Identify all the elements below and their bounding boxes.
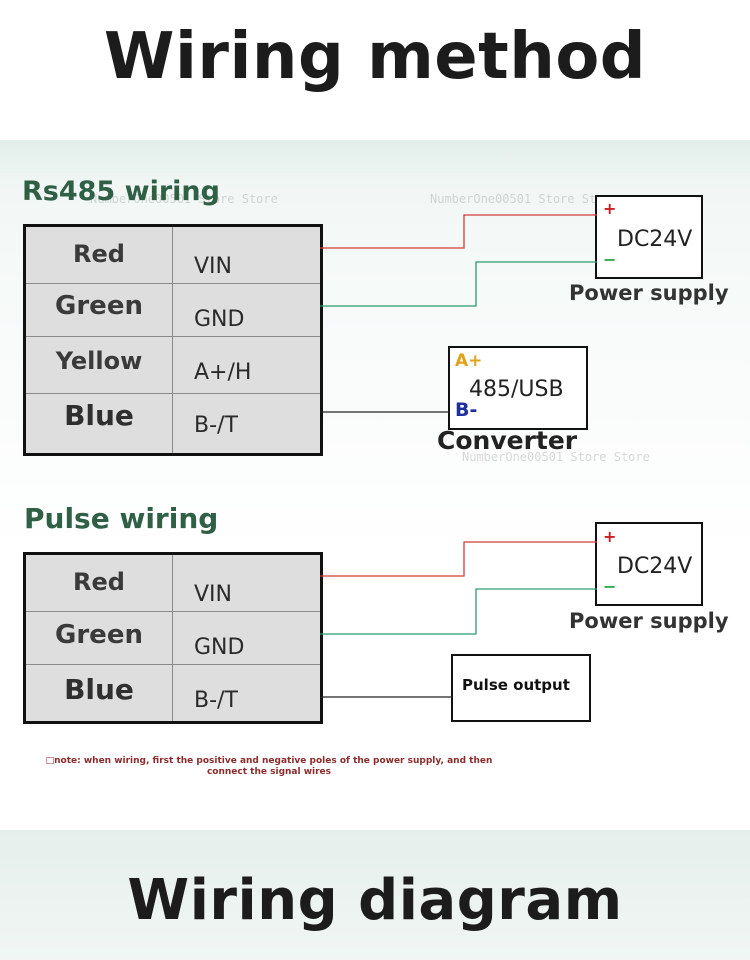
rs485-wiring-table: Red VIN Green GND Yellow A+/H Blue B-/T bbox=[23, 224, 323, 456]
table-divider bbox=[26, 611, 320, 612]
table-divider bbox=[172, 227, 173, 453]
pulse-section-title: Pulse wiring bbox=[24, 502, 219, 535]
green-wire bbox=[320, 588, 597, 635]
minus-terminal: − bbox=[603, 250, 617, 269]
pin-cell: B-/T bbox=[194, 688, 238, 713]
power-supply-label: DC24V bbox=[617, 227, 693, 252]
watermark: NumberOne00501 Store Store bbox=[430, 192, 618, 206]
pin-cell: A+/H bbox=[194, 360, 252, 385]
table-divider bbox=[172, 555, 173, 721]
pin-cell: VIN bbox=[194, 582, 232, 607]
red-wire bbox=[320, 214, 597, 249]
power-supply-box bbox=[595, 195, 703, 279]
table-divider bbox=[26, 664, 320, 665]
red-wire bbox=[320, 541, 597, 577]
table-divider bbox=[26, 393, 320, 394]
wire-color-cell: Blue bbox=[64, 399, 134, 432]
converter-caption: Converter bbox=[437, 426, 578, 455]
wire-color-cell: Green bbox=[55, 620, 143, 650]
watermark: NumberOne00501 Store Store bbox=[90, 192, 278, 206]
rs485-section-title: Rs485 wiring bbox=[22, 176, 220, 207]
power-supply-caption: Power supply bbox=[569, 609, 729, 633]
table-divider bbox=[26, 283, 320, 284]
wire-color-cell: Green bbox=[55, 291, 143, 321]
table-divider bbox=[26, 336, 320, 337]
wire-color-cell: Red bbox=[73, 568, 125, 596]
power-supply-caption: Power supply bbox=[569, 281, 729, 305]
converter-label: 485/USB bbox=[469, 377, 564, 402]
pin-cell: GND bbox=[194, 635, 245, 660]
converter-box bbox=[448, 346, 588, 430]
power-supply-box bbox=[595, 522, 703, 606]
pin-cell: B-/T bbox=[194, 413, 238, 438]
pulse-output-label: Pulse output bbox=[462, 676, 570, 694]
wire-color-cell: Blue bbox=[64, 673, 134, 706]
plus-terminal: + bbox=[603, 199, 617, 218]
bottom-band bbox=[0, 830, 750, 960]
green-wire bbox=[320, 261, 597, 307]
watermark: NumberOne00501 Store Store bbox=[462, 450, 650, 464]
pulse-wiring-table: Red VIN Green GND Blue B-/T bbox=[23, 552, 323, 724]
wire-color-cell: Yellow bbox=[55, 347, 143, 375]
footer-title: Wiring diagram bbox=[127, 868, 623, 933]
wire-color-cell: Red bbox=[73, 240, 125, 268]
pin-cell: GND bbox=[194, 307, 245, 332]
top-band bbox=[0, 0, 750, 140]
page-title: Wiring method bbox=[103, 20, 647, 94]
plus-terminal: + bbox=[603, 527, 617, 546]
wiring-note: □note: when wiring, first the positive a… bbox=[45, 756, 493, 777]
pin-cell: VIN bbox=[194, 254, 232, 279]
a-plus-terminal: A+ bbox=[455, 351, 483, 371]
b-minus-terminal: B- bbox=[455, 399, 478, 421]
power-supply-label: DC24V bbox=[617, 554, 693, 579]
minus-terminal: − bbox=[603, 577, 617, 596]
pulse-output-box bbox=[451, 654, 591, 722]
